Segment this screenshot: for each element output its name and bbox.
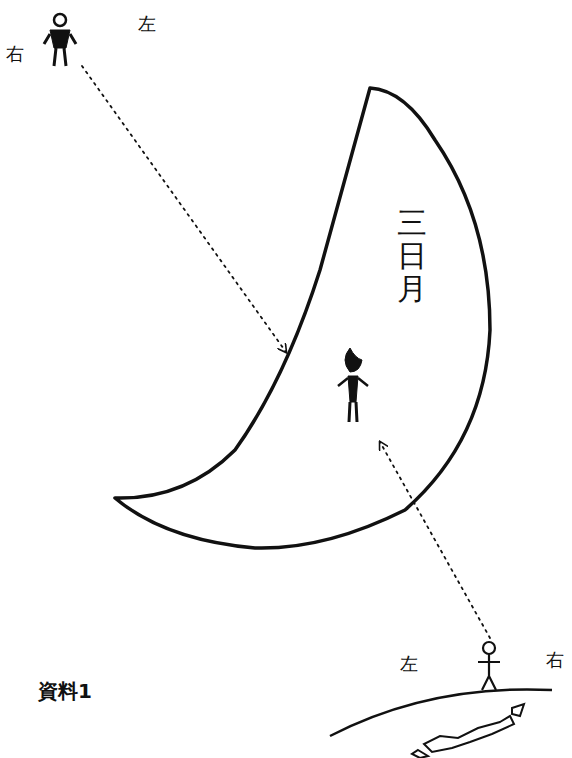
moon-figure <box>338 348 368 422</box>
observer-figure <box>478 642 500 690</box>
sight-arrow <box>82 66 286 352</box>
moon-label: 三日月 <box>397 206 427 305</box>
crescent-moon: 三日月 <box>105 80 500 560</box>
observer-figure <box>44 14 76 66</box>
sight-arrow <box>380 442 490 638</box>
direction-label: 右 <box>6 42 24 66</box>
moon-outline <box>105 80 500 560</box>
direction-label: 左 <box>400 652 418 676</box>
japan-map <box>412 704 524 758</box>
figure-label: 資料1 <box>38 678 92 705</box>
direction-label: 左 <box>138 12 156 36</box>
direction-label: 右 <box>546 648 564 672</box>
